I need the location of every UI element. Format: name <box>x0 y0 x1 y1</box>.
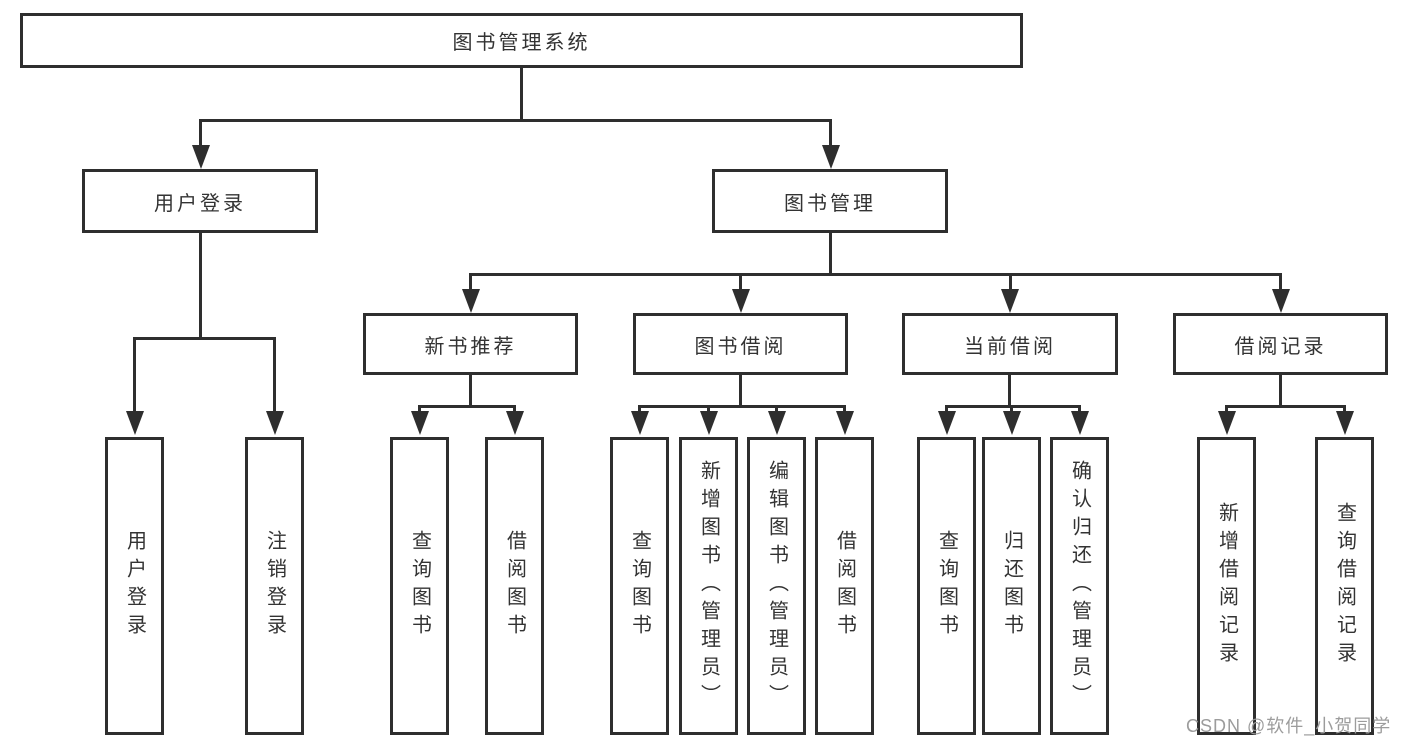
connector-recommend-stem <box>469 375 472 408</box>
connector-root-hline <box>199 119 832 122</box>
node-borrow-records: 借阅记录 <box>1173 313 1388 375</box>
connector-shaft <box>418 405 421 414</box>
node-leaf-edit-books-admin-label: 编辑图书（管理员） <box>765 460 788 712</box>
node-library-system: 图书管理系统 <box>20 13 1023 68</box>
node-book-borrow: 图书借阅 <box>633 313 848 375</box>
node-book-borrow-label: 图书借阅 <box>694 335 787 358</box>
node-book-management-label: 图书管理 <box>784 192 876 215</box>
node-leaf-logout-label: 注销登录 <box>263 530 286 642</box>
connector-shaft-recommend <box>469 273 472 291</box>
node-leaf-add-borrow-record: 新增借阅记录 <box>1197 437 1256 735</box>
arrowhead-user-login-icon <box>192 145 210 169</box>
node-leaf-return-books: 归还图书 <box>982 437 1041 735</box>
connector-current-hline <box>945 405 1081 408</box>
arrowhead-icon <box>631 411 649 435</box>
arrowhead-icon <box>836 411 854 435</box>
node-leaf-user-login: 用户登录 <box>105 437 164 735</box>
connector-shaft <box>1010 405 1013 414</box>
node-leaf-query-books-current: 查询图书 <box>917 437 976 735</box>
node-leaf-query-books-borrow-label: 查询图书 <box>628 530 651 642</box>
node-leaf-query-books-recommend: 查询图书 <box>390 437 449 735</box>
node-leaf-return-books-label: 归还图书 <box>1000 530 1023 642</box>
node-user-login: 用户登录 <box>82 169 318 233</box>
connector-records-stem <box>1279 375 1282 408</box>
connector-shaft-leaf-login <box>133 337 136 413</box>
node-user-login-label: 用户登录 <box>154 192 246 215</box>
node-leaf-add-books-admin: 新增图书（管理员） <box>679 437 738 735</box>
connector-shaft-records <box>1279 273 1282 291</box>
arrowhead-icon <box>1071 411 1089 435</box>
node-leaf-borrow-books: 借阅图书 <box>815 437 874 735</box>
arrowhead-icon <box>1003 411 1021 435</box>
node-leaf-add-books-admin-label: 新增图书（管理员） <box>697 460 720 712</box>
node-leaf-confirm-return-admin-label: 确认归还（管理员） <box>1068 460 1091 712</box>
connector-borrow-stem <box>739 375 742 408</box>
connector-shaft <box>638 405 641 414</box>
csdn-watermark: CSDN @软件_小贺同学 <box>1186 716 1392 736</box>
connector-shaft <box>1225 405 1228 414</box>
connector-mgmt-stem <box>829 233 832 273</box>
arrowhead-recommend-icon <box>462 289 480 313</box>
arrowhead-icon <box>1218 411 1236 435</box>
connector-login-stem <box>199 233 202 337</box>
connector-mgmt-hline <box>469 273 1282 276</box>
node-leaf-add-borrow-record-label: 新增借阅记录 <box>1215 502 1238 670</box>
node-leaf-query-books-borrow: 查询图书 <box>610 437 669 735</box>
connector-shaft <box>843 405 846 414</box>
arrowhead-icon <box>1336 411 1354 435</box>
arrowhead-leaf-logout-icon <box>266 411 284 435</box>
connector-root-stem <box>520 68 523 119</box>
node-current-borrow: 当前借阅 <box>902 313 1118 375</box>
connector-recommend-hline <box>418 405 516 408</box>
connector-shaft-user-login <box>199 119 202 149</box>
connector-shaft-book-mgmt <box>829 119 832 149</box>
connector-shaft <box>1078 405 1081 414</box>
arrowhead-current-icon <box>1001 289 1019 313</box>
connector-records-hline <box>1225 405 1346 408</box>
connector-shaft-leaf-logout <box>273 337 276 413</box>
node-leaf-borrow-books-recommend-label: 借阅图书 <box>503 530 526 642</box>
connector-login-hline <box>133 337 276 340</box>
node-leaf-query-books-recommend-label: 查询图书 <box>408 530 431 642</box>
arrowhead-icon <box>768 411 786 435</box>
node-leaf-logout: 注销登录 <box>245 437 304 735</box>
connector-shaft <box>1343 405 1346 414</box>
node-leaf-query-borrow-record-label: 查询借阅记录 <box>1333 502 1356 670</box>
node-borrow-records-label: 借阅记录 <box>1234 335 1327 358</box>
connector-shaft-borrow <box>739 273 742 291</box>
arrowhead-icon <box>700 411 718 435</box>
connector-shaft <box>945 405 948 414</box>
node-leaf-borrow-books-label: 借阅图书 <box>833 530 856 642</box>
node-leaf-user-login-label: 用户登录 <box>123 530 146 642</box>
connector-shaft <box>775 405 778 414</box>
connector-shaft-current <box>1009 273 1012 291</box>
arrowhead-borrow-icon <box>732 289 750 313</box>
node-leaf-borrow-books-recommend: 借阅图书 <box>485 437 544 735</box>
connector-borrow-hline <box>638 405 846 408</box>
connector-shaft <box>513 405 516 414</box>
arrowhead-records-icon <box>1272 289 1290 313</box>
node-leaf-confirm-return-admin: 确认归还（管理员） <box>1050 437 1109 735</box>
node-new-book-recommend: 新书推荐 <box>363 313 578 375</box>
arrowhead-leaf-login-icon <box>126 411 144 435</box>
node-current-borrow-label: 当前借阅 <box>964 335 1056 358</box>
node-leaf-query-borrow-record: 查询借阅记录 <box>1315 437 1374 735</box>
node-new-book-recommend-label: 新书推荐 <box>424 335 517 358</box>
arrowhead-icon <box>411 411 429 435</box>
connector-shaft <box>707 405 710 414</box>
node-library-system-label: 图书管理系统 <box>452 32 591 54</box>
node-leaf-edit-books-admin: 编辑图书（管理员） <box>747 437 806 735</box>
connector-current-stem <box>1008 375 1011 408</box>
arrowhead-icon <box>506 411 524 435</box>
arrowhead-icon <box>938 411 956 435</box>
node-leaf-query-books-current-label: 查询图书 <box>935 530 958 642</box>
arrowhead-book-mgmt-icon <box>822 145 840 169</box>
node-book-management: 图书管理 <box>712 169 948 233</box>
